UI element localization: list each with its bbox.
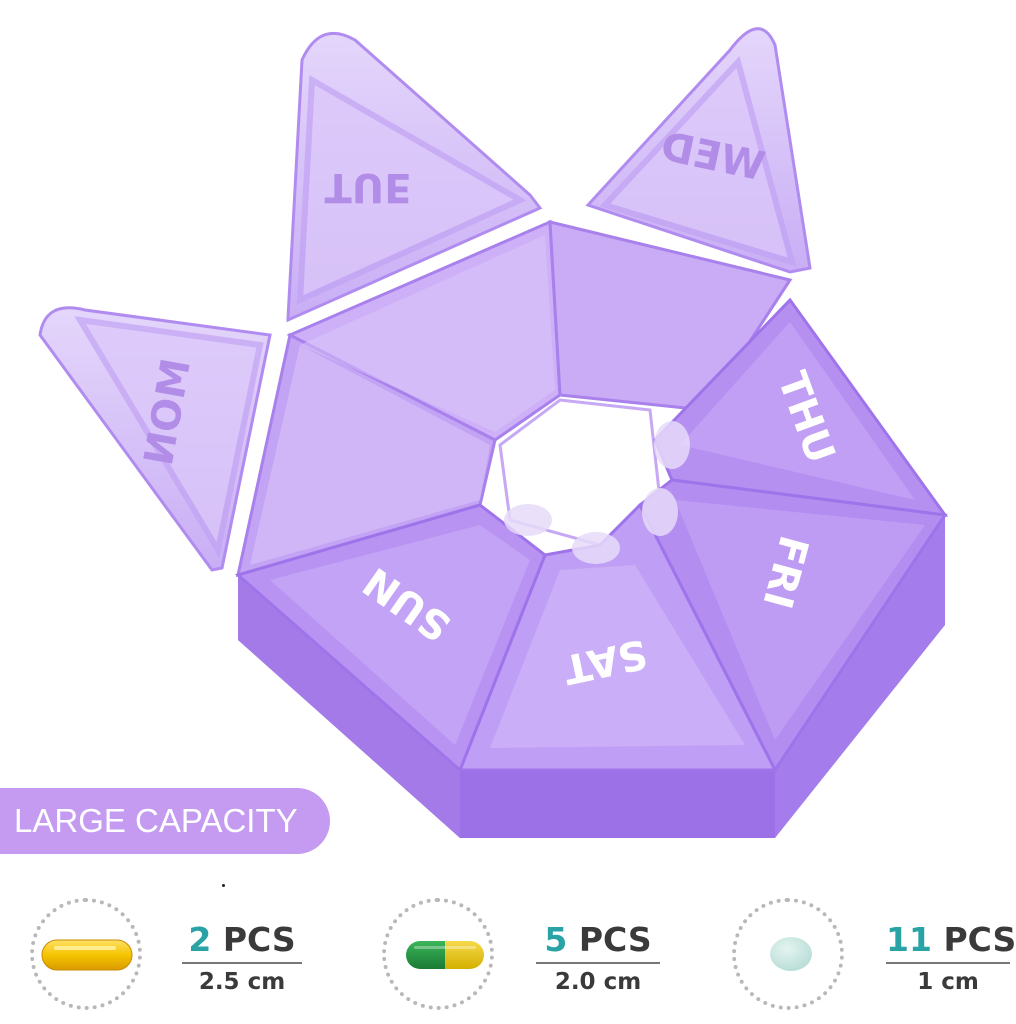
divider <box>182 962 302 964</box>
lid-mon: MON <box>38 306 272 572</box>
large-capacity-badge: LARGE CAPACITY <box>0 788 330 854</box>
capacity-item-capsule: 5 PCS 2.0 cm <box>340 890 680 1020</box>
dotted-circle <box>382 898 494 1010</box>
tablet-icon <box>770 937 812 971</box>
count-block: 5 PCS 2.0 cm <box>536 920 660 996</box>
lid-sun: SUN <box>234 503 547 773</box>
stray-dot <box>222 884 225 887</box>
capacity-item-tablet: 11 PCS 1 cm <box>680 890 1016 1020</box>
count-block: 11 PCS 1 cm <box>886 920 1016 996</box>
pill-count: 5 PCS <box>536 920 660 960</box>
lid-tab <box>572 532 620 564</box>
count-unit: PCS <box>222 920 296 959</box>
count-number: 11 <box>886 920 932 959</box>
badge-label: LARGE CAPACITY <box>14 802 298 839</box>
lid-tab <box>642 488 678 536</box>
pill-size: 2.5 cm <box>198 969 286 995</box>
lid-tue: TUE <box>286 31 543 323</box>
pill-organizer-image: TUE WED MON THU FRI SAT SU <box>38 27 949 838</box>
count-block: 2 PCS 2.5 cm <box>182 920 302 996</box>
capsule-icon <box>406 941 484 969</box>
softgel-icon <box>41 939 133 971</box>
lid-tab <box>654 421 690 469</box>
dotted-circle <box>30 898 142 1010</box>
pill-size: 2.0 cm <box>554 969 642 995</box>
count-number: 2 <box>188 920 212 959</box>
count-unit: PCS <box>943 920 1016 959</box>
lid-tab <box>504 504 552 536</box>
divider <box>536 962 660 964</box>
count-number: 5 <box>544 920 568 959</box>
divider <box>886 962 1010 964</box>
lid-wed: WED <box>585 27 812 274</box>
capacity-item-softgel: 2 PCS 2.5 cm <box>0 890 340 1020</box>
lid-label-tue: TUE <box>324 164 411 210</box>
dotted-circle <box>732 898 844 1010</box>
capacity-info-row: 2 PCS 2.5 cm <box>0 890 1016 1020</box>
count-unit: PCS <box>578 920 652 959</box>
pill-size: 1 cm <box>917 969 979 995</box>
pill-count: 11 PCS <box>886 920 1016 960</box>
pill-count: 2 PCS <box>182 920 302 960</box>
